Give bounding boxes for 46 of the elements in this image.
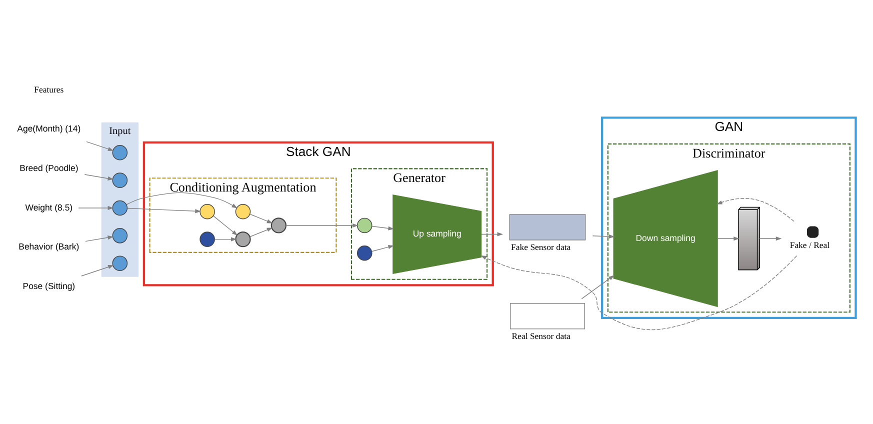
arrow [78,206,114,210]
node-box: Up sampling [392,194,482,274]
arrow [214,237,237,242]
arrow [592,234,615,239]
arrow [81,265,114,276]
arrow [85,236,114,242]
arrow [84,174,114,180]
node-circle [112,145,128,160]
node-circle [200,232,215,247]
node-circle [112,200,128,216]
node-circle [235,204,251,220]
arrow [127,208,201,214]
cluster: Input [101,122,138,277]
node-text: Weight (8.5) [25,202,73,212]
node-circle [112,172,128,188]
arrow [481,232,504,236]
arrow [250,228,273,238]
node-text: Pose (Sitting) [22,280,76,291]
arrow [372,226,394,230]
arrow [759,236,782,241]
node-circle [112,228,128,244]
node-circle [356,246,372,261]
arrow [480,255,798,330]
arrow [372,245,394,252]
node-circle [356,218,372,234]
arrow [250,214,273,224]
arrow [286,223,358,228]
arrow [213,216,238,236]
node-label: Real Sensor data [512,330,570,341]
cluster: Conditioning Augmentation [149,178,337,253]
node-text: Age(Month) (14) [17,124,81,134]
node-box: Down sampling [613,170,718,308]
node-circle [235,231,251,248]
arrow [86,141,114,151]
arrow [717,236,740,241]
label: Features [34,84,64,94]
arrow [716,198,794,222]
node-circle [270,218,286,234]
arrow [126,192,238,208]
node-circle [200,204,215,220]
arrow [581,275,614,300]
node-circle [112,256,128,271]
node-text: Breed (Poodle) [20,162,78,173]
node-text: Behavior (Bark) [18,242,80,252]
node-label: Fake / Real [790,240,830,250]
node-label: Fake Sensor data [511,242,571,252]
